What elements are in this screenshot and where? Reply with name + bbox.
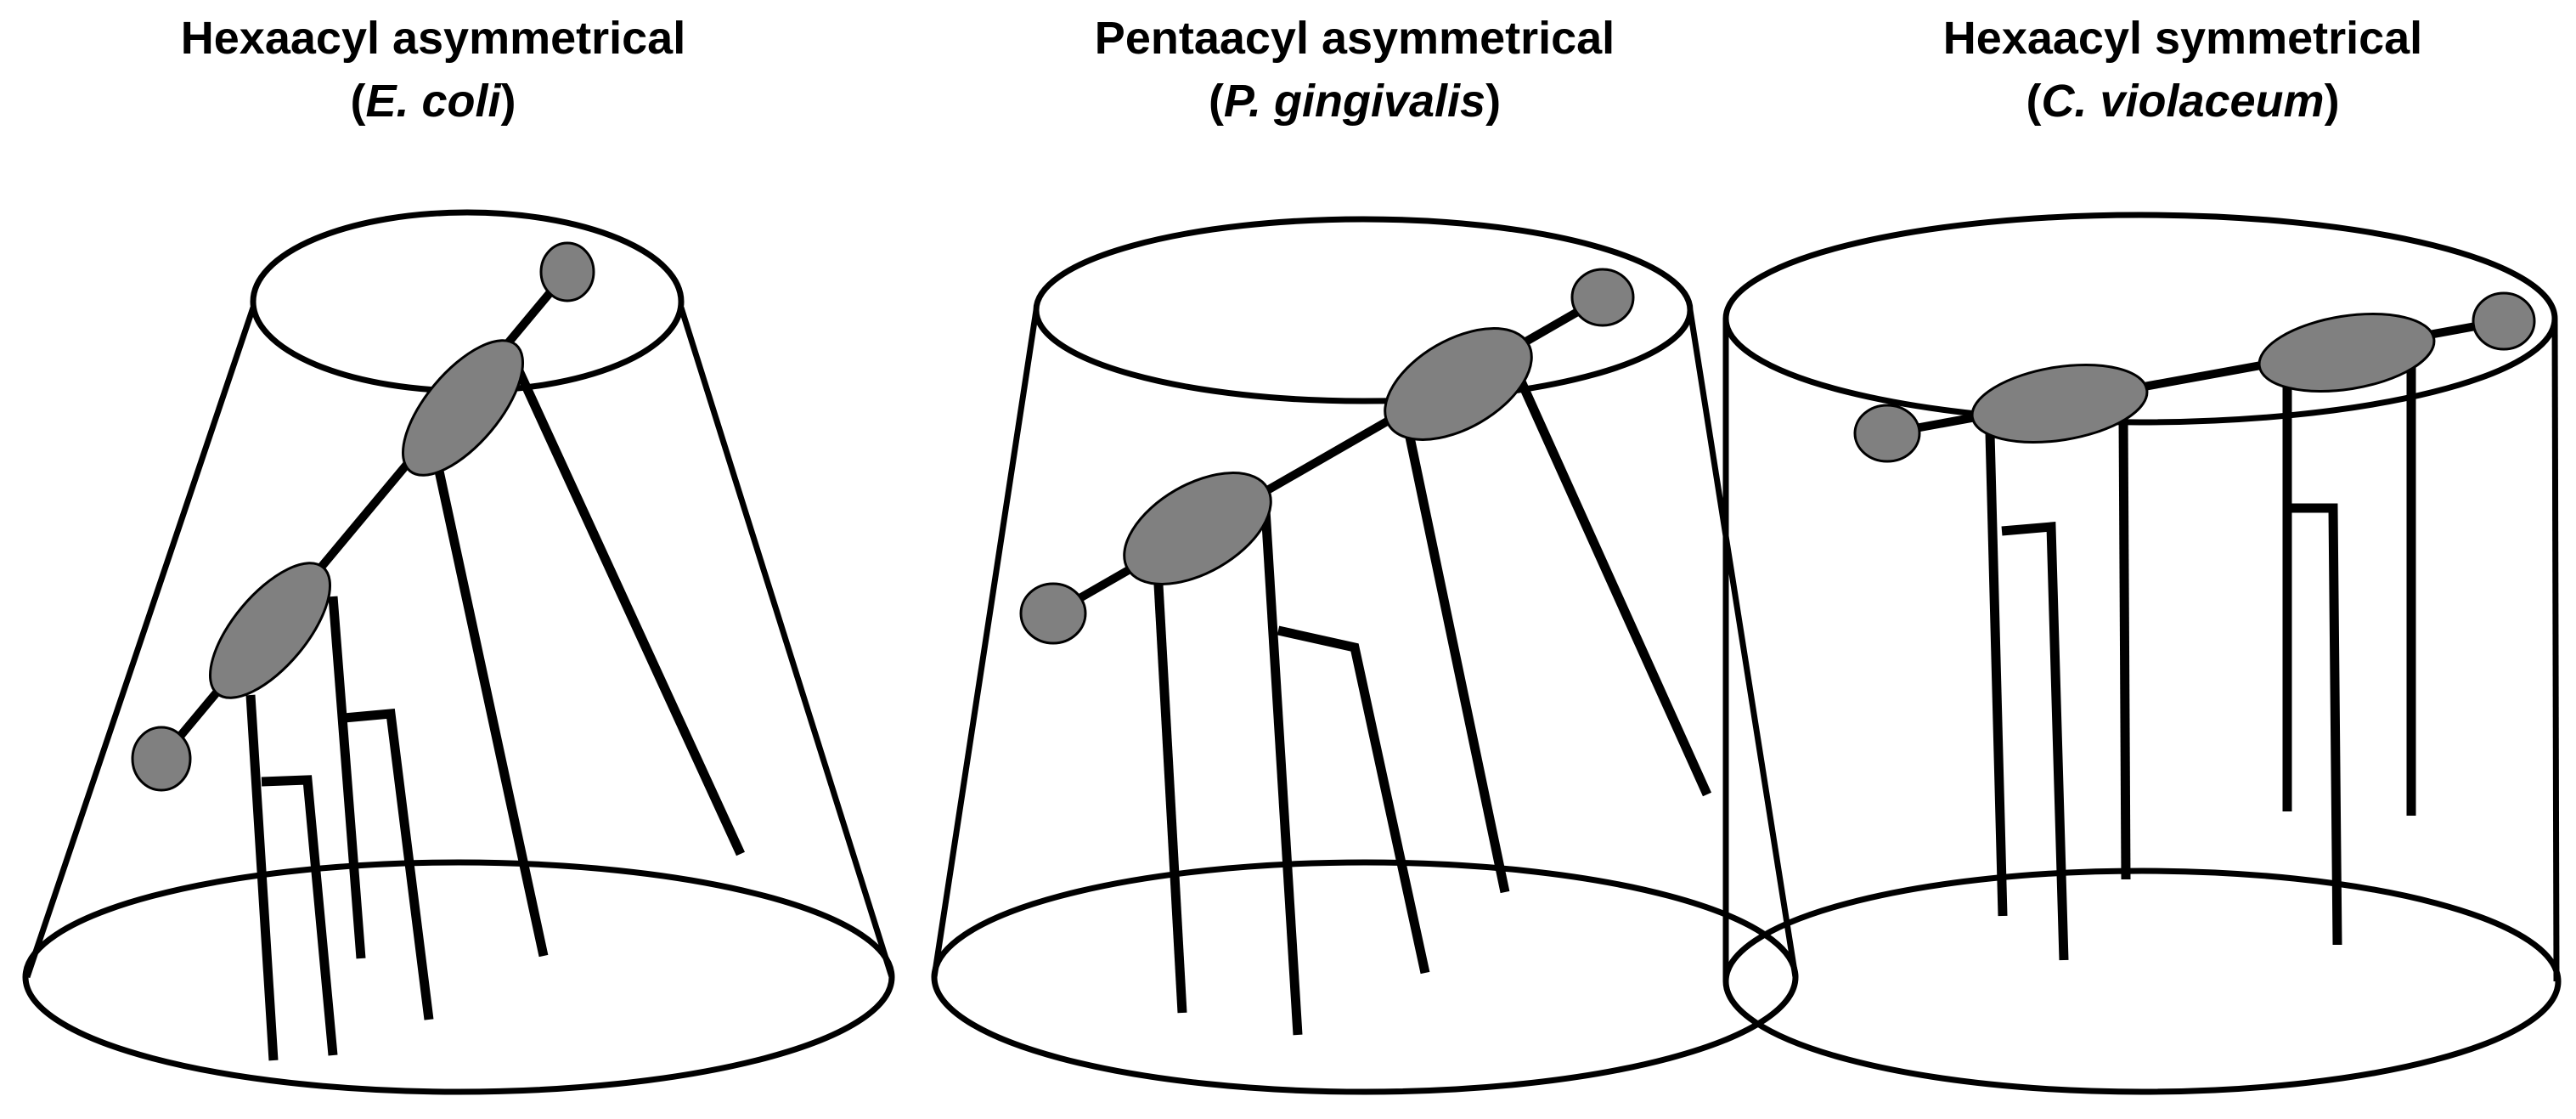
cviol-acyl-chain-6	[1985, 432, 2008, 917]
panel-ecoli-shape	[22, 209, 895, 1095]
ecoli-acyl-chain-3	[328, 596, 366, 959]
cviol-bottom-ellipse	[1722, 868, 2562, 1095]
panel-title-cviol-name: Hexaacyl symmetrical	[1942, 13, 2423, 64]
ecoli-bottom-ellipse	[22, 859, 895, 1095]
cviol-cylinder-outline	[1722, 212, 2562, 1095]
pging-cone-outline	[931, 216, 1799, 1095]
cviol-phosphate-right	[2472, 291, 2536, 351]
ecoli-cone-outline	[22, 209, 895, 1095]
pging-acyl-chains	[1153, 371, 1712, 1036]
ecoli-right-side	[678, 306, 895, 979]
pging-glucosamine-upper	[1384, 327, 1533, 441]
panel-title-ecoli-name: Hexaacyl asymmetrical	[180, 13, 686, 64]
panel-title-cviol-species-line: (C. violaceum)	[2026, 76, 2340, 127]
cviol-glucosamine-left	[1970, 364, 2149, 444]
cviol-acyl-chain-4	[2118, 415, 2131, 880]
ecoli-glucosamine-upper	[401, 339, 525, 477]
ecoli-acyl-chain-6	[261, 775, 338, 1056]
panel-cviol-shape	[1722, 212, 2562, 1095]
panel-species-pging: P. gingivalis	[1223, 76, 1486, 127]
panel-title-pging: Pentaacyl asymmetrical (P. gingivalis)	[972, 7, 1737, 133]
pging-phosphate-bottom	[1019, 582, 1087, 645]
cviol-acyl-chain-5	[2001, 522, 2069, 961]
panel-pging-shape	[931, 216, 1799, 1095]
panel-title-pging-name: Pentaacyl asymmetrical	[1094, 13, 1615, 64]
pging-acyl-chain-1	[1513, 371, 1712, 797]
cviol-acyl-chains	[1985, 365, 2416, 961]
panel-species-cviol: C. violaceum	[2041, 76, 2325, 127]
pging-glucosamine-lower	[1123, 472, 1272, 585]
cviol-right-side	[2551, 318, 2560, 982]
ecoli-phosphate-top	[539, 241, 595, 302]
ecoli-glucosamine-lower	[208, 562, 332, 699]
pging-bottom-ellipse	[931, 859, 1799, 1095]
pging-acyl-chain-2	[1403, 427, 1510, 894]
pging-acyl-chain-4	[1260, 509, 1303, 1036]
panel-title-pging-species-line: (P. gingivalis)	[1208, 76, 1502, 127]
cviol-sugars	[1853, 291, 2536, 463]
ecoli-phosphate-bottom	[131, 726, 192, 792]
pging-acyl-chain-3	[1277, 625, 1430, 975]
cviol-phosphate-left	[1853, 404, 1921, 463]
cviol-acyl-chain-2	[2291, 503, 2342, 946]
pging-acyl-chain-5	[1153, 568, 1187, 1014]
ecoli-acyl-chain-2	[432, 461, 549, 958]
ecoli-acyl-chain-4	[343, 709, 434, 1020]
panel-species-ecoli: E. coli	[365, 76, 501, 127]
pging-left-side	[931, 309, 1040, 978]
pging-right-side	[1687, 309, 1799, 978]
panel-title-ecoli: Hexaacyl asymmetrical (E. coli)	[51, 7, 815, 133]
panel-title-cviol: Hexaacyl symmetrical (C. violaceum)	[1801, 7, 2565, 133]
ecoli-left-side	[24, 306, 256, 979]
ecoli-sugars	[131, 241, 595, 792]
cviol-glucosamine-right	[2258, 313, 2436, 393]
ecoli-acyl-chain-5	[245, 694, 279, 1061]
ecoli-acyl-chains	[245, 363, 745, 1061]
panel-title-ecoli-species-line: (E. coli)	[350, 76, 516, 127]
pging-phosphate-top	[1570, 268, 1635, 327]
pging-sugars	[1019, 268, 1635, 645]
ecoli-acyl-chain-1	[512, 363, 745, 856]
